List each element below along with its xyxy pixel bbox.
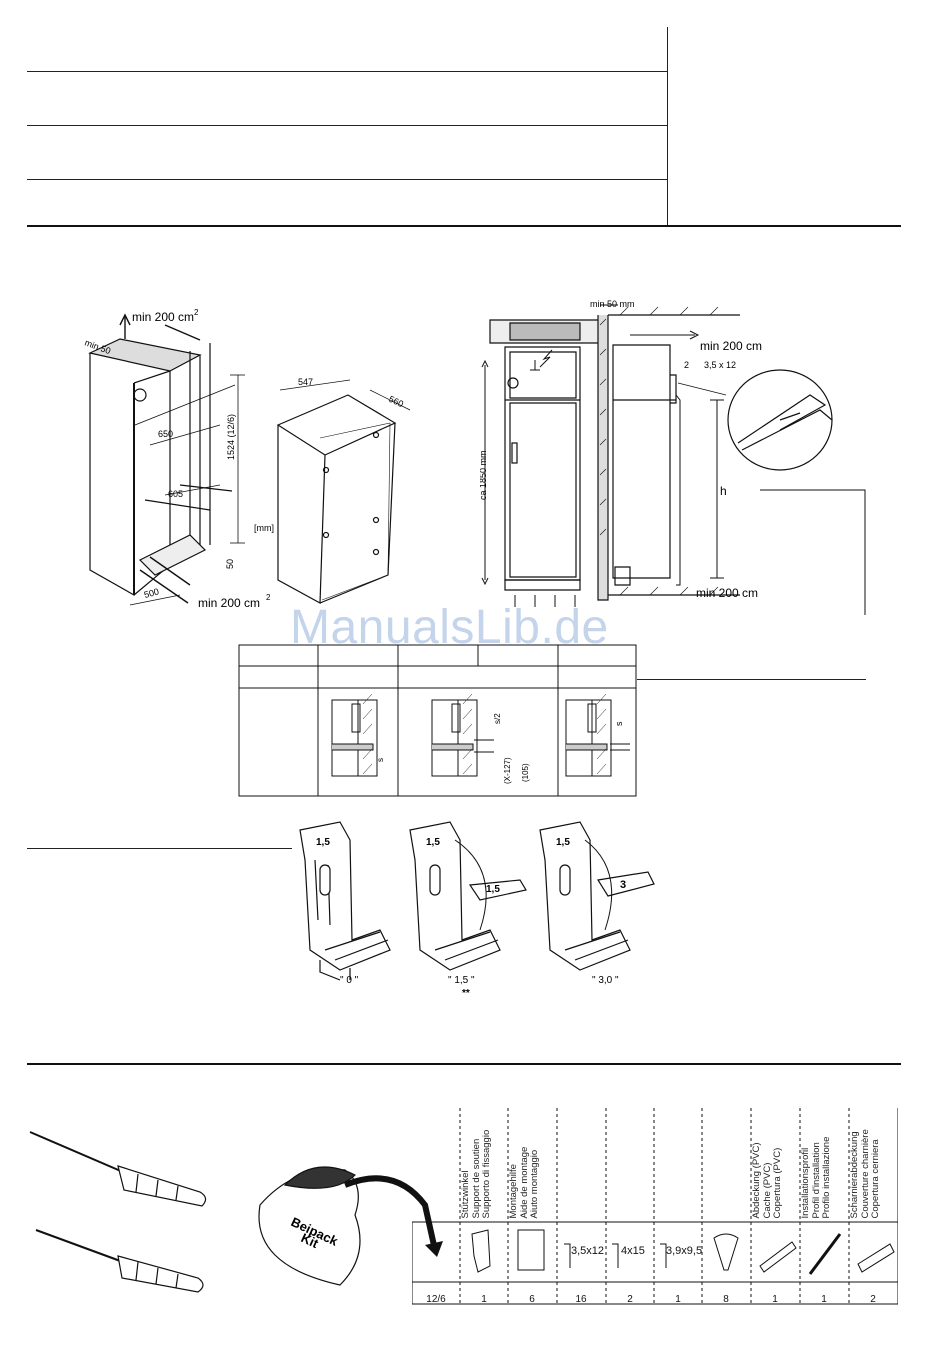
- clip-icon: [713, 1233, 739, 1271]
- dim-547: 547: [298, 377, 313, 387]
- detail-table: s s/2 (X-127) (105) s: [238, 644, 637, 797]
- bracket2-plate: 1,5: [486, 884, 500, 895]
- bracket3-value: 1,5: [556, 837, 570, 848]
- col-label-9: Scharnierabdeckung Couverture charnière …: [849, 1128, 881, 1218]
- dim-50: 50: [225, 559, 235, 569]
- count-9: 2: [870, 1294, 876, 1305]
- header-rule-1: [27, 71, 667, 72]
- detail1-s: s: [376, 758, 385, 762]
- installation-diagram: min 50 mm min 200 cm ca 1850 mm 2 3,5 x …: [480, 299, 866, 615]
- screw-icon-1: [564, 1243, 571, 1268]
- screw-size: 3,5 x 12: [704, 360, 736, 370]
- ca1850-label: ca 1850 mm: [480, 450, 488, 500]
- hinge-cover-icon: [857, 1243, 895, 1273]
- right-min200-bottom: min 200 cm: [696, 586, 758, 600]
- col-label-7: Abdeckung (PVC) Cache (PVC) Copertura (P…: [751, 1141, 783, 1218]
- bracket-diagrams: 1,5 1,5 1,5 1,5 3 " 0 " " 1,5 " ** " 3,0…: [299, 821, 655, 999]
- section-rule-bottom: [27, 1063, 901, 1065]
- screw-icon-2: [612, 1243, 619, 1268]
- mounting-aid-icon: [517, 1229, 545, 1271]
- kit-bag-label-2: Kit: [299, 1230, 322, 1251]
- support-bracket-icon: [471, 1229, 491, 1273]
- screw-count: 2: [684, 360, 689, 370]
- count-5: 1: [675, 1294, 681, 1305]
- dim-560: 560: [387, 394, 405, 409]
- col-label-8: Installationsprofil Profil d'installatio…: [800, 1136, 832, 1218]
- col-label-2: Montagehilfe Aide de montage Aiuto monta…: [508, 1146, 540, 1218]
- bracket3-plate: 3: [620, 879, 626, 891]
- detail3-s: s: [614, 721, 624, 726]
- min50mm-label: min 50 mm: [590, 299, 635, 309]
- min200-bottom-label: min 200 cm: [198, 596, 260, 610]
- screwdriver-icons: [29, 1131, 207, 1293]
- dim-650: 650: [158, 429, 173, 439]
- detail2-x105: (105): [521, 763, 530, 782]
- sup2-top: 2: [194, 308, 199, 317]
- bracket1-caption: " 0 ": [340, 975, 359, 986]
- bracket2-stars: **: [462, 988, 470, 999]
- hw-size-2: 4x15: [621, 1245, 645, 1257]
- count-3: 16: [575, 1294, 587, 1305]
- screw-icon-3: [660, 1243, 667, 1268]
- col-label-1: Stützwinkel Support de soutien Supporto …: [460, 1129, 492, 1218]
- count-8: 1: [821, 1294, 827, 1305]
- dim-605: 605: [168, 489, 183, 499]
- right-min200-top: min 200 cm: [700, 339, 762, 353]
- leader-line: [637, 679, 866, 680]
- hw-size-1: 3,5x12: [571, 1245, 605, 1257]
- count-2: 6: [529, 1294, 535, 1305]
- kit-bag-illustration: Beipack Kit: [258, 1166, 443, 1286]
- count-6: 8: [723, 1294, 729, 1305]
- niche-diagram: min 200 cm 2 min 50 650 605 1524 (12/6) …: [83, 308, 411, 610]
- h-label: h: [720, 484, 727, 498]
- detail2-x127: (X-127): [503, 757, 512, 784]
- count-1: 1: [481, 1294, 487, 1305]
- sup2-bottom: 2: [266, 593, 271, 602]
- parts-table-grid: [412, 1108, 898, 1305]
- header-divider: [667, 27, 668, 225]
- header-rule-3: [27, 179, 667, 180]
- installation-profile-icon: [808, 1233, 842, 1275]
- dim-1524: 1524 (12/6): [226, 414, 236, 460]
- bracket2-caption: " 1,5 ": [448, 975, 475, 986]
- dim-mm: [mm]: [254, 523, 274, 533]
- bracket3-caption: " 3,0 ": [592, 975, 619, 986]
- screwdriver-handle-2: [117, 1255, 204, 1293]
- header-rule-2: [27, 125, 667, 126]
- count-4: 2: [627, 1294, 633, 1305]
- bracket2-value: 1,5: [426, 837, 440, 848]
- bracket1-value: 1,5: [316, 837, 330, 848]
- hw-size-3: 3,9x9,5: [666, 1245, 703, 1257]
- bracket-rule: [27, 848, 292, 849]
- screwdriver-handle-1: [117, 1165, 207, 1207]
- min200-top-label: min 200 cm: [132, 310, 194, 324]
- model-cell: 12/6: [426, 1294, 446, 1305]
- section-rule-top: [27, 225, 901, 227]
- dim-500: 500: [143, 586, 160, 600]
- detail2-s-half: s/2: [493, 713, 502, 724]
- cover-pvc-icon: [759, 1241, 797, 1273]
- count-7: 1: [772, 1294, 778, 1305]
